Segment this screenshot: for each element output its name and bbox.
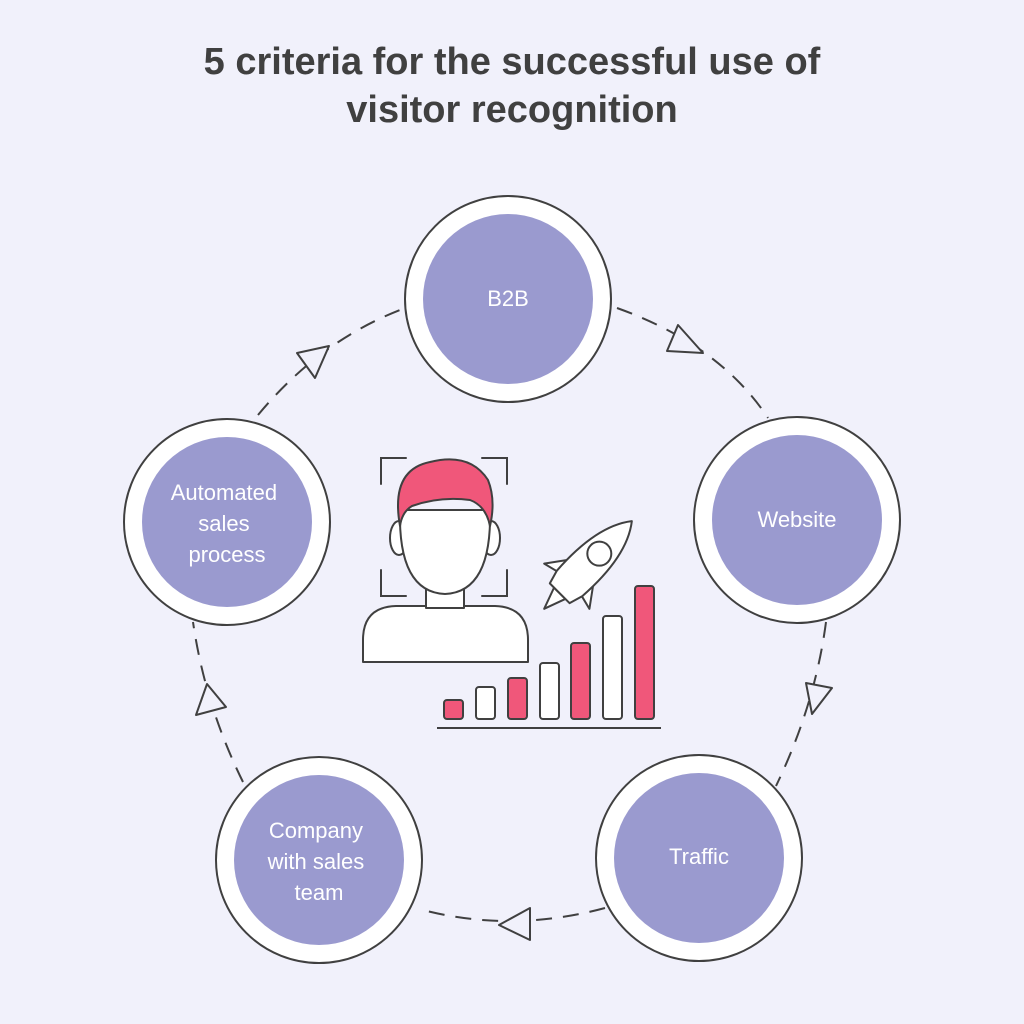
person-icon [362, 458, 529, 663]
bar-chart-icon [437, 585, 661, 729]
person-face [398, 509, 492, 595]
connector-arrows [195, 324, 833, 941]
chart-bar-1 [443, 699, 464, 720]
rocket-icon [543, 520, 633, 610]
svg-text:Website: Website [757, 507, 836, 532]
criterion-label-automated-line-1: Automated [171, 480, 277, 505]
page-title-line-1: 5 criteria for the successful use of [203, 41, 821, 83]
criterion-label-automated-line-3: process [188, 542, 265, 567]
chart-bar-4 [539, 662, 560, 720]
arrow-up-right-icon [296, 345, 330, 379]
svg-text:Automated sales pr: Automated sales process [171, 480, 284, 567]
person-shoulders [362, 605, 529, 663]
chart-bar-6 [602, 615, 623, 720]
arc-b2b-to-website [616, 307, 769, 419]
rocket-window [586, 540, 613, 567]
criterion-node-traffic: Traffic [595, 754, 803, 962]
arrow-up-icon [195, 683, 227, 716]
criterion-label-company-line-3: team [295, 880, 344, 905]
page-title: 5 criteria for the successful use of vis… [0, 38, 1024, 134]
arrow-right-icon [666, 324, 704, 354]
central-illustration [362, 457, 661, 729]
criterion-label-website: Website [757, 507, 836, 532]
arc-website-to-traffic [775, 621, 827, 787]
chart-bar-5 [570, 642, 591, 720]
criterion-label-company-line-2: with sales [267, 849, 365, 874]
criterion-node-website: Website [693, 416, 901, 624]
criterion-label-company-line-1: Company [269, 818, 363, 843]
arrow-down-icon [805, 682, 833, 715]
criterion-label-b2b: B2B [487, 286, 529, 311]
svg-text:Company with sales: Company with sales team [267, 818, 371, 905]
page-title-line-2: visitor recognition [346, 89, 678, 131]
criterion-node-b2b: B2B [404, 195, 612, 403]
arc-automated-to-b2b [257, 307, 406, 416]
svg-text:Traffic: Traffic [669, 844, 729, 869]
chart-bar-2 [475, 686, 496, 720]
criterion-label-traffic: Traffic [669, 844, 729, 869]
chart-bar-7 [634, 585, 655, 720]
arrow-left-icon [498, 907, 531, 941]
person-hair [397, 458, 494, 527]
criterion-node-automated: Automated sales process [123, 418, 331, 626]
chart-bar-3 [507, 677, 528, 720]
svg-text:B2B: B2B [487, 286, 529, 311]
criterion-node-company: Company with sales team [215, 756, 423, 964]
face-scan-frame-icon [380, 457, 508, 597]
criterion-label-automated-line-2: sales [198, 511, 249, 536]
